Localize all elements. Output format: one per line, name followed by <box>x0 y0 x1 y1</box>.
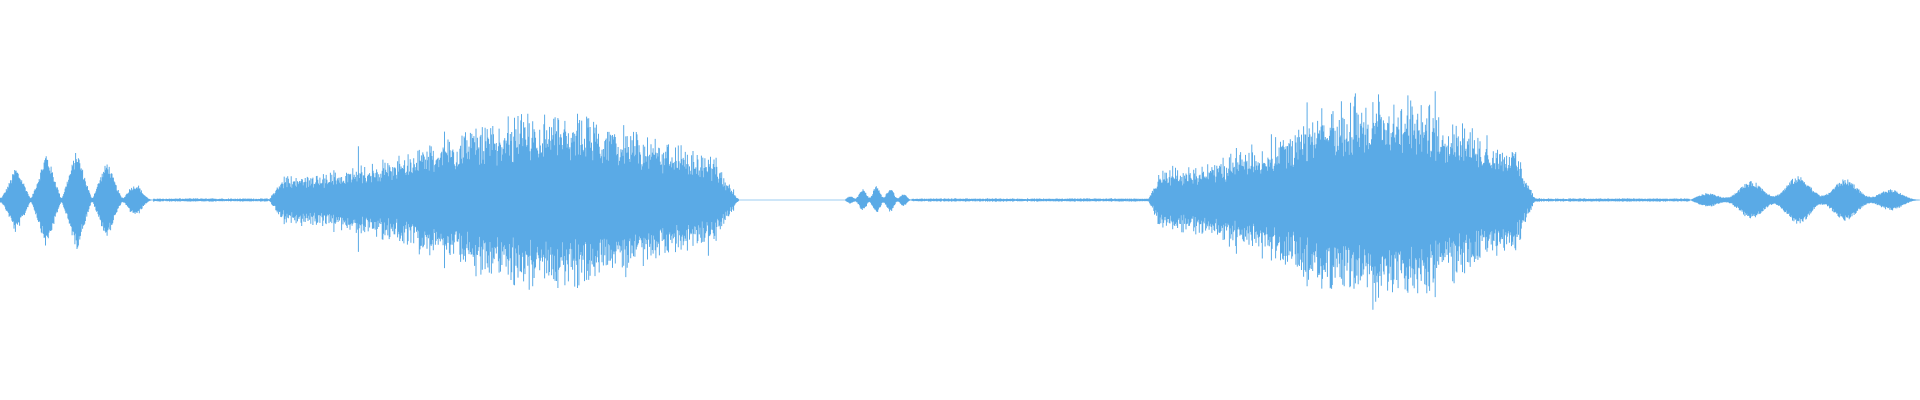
waveform-burst-2 <box>269 113 739 290</box>
waveform-tail-3 <box>1535 198 1690 202</box>
waveform-burst-5 <box>1689 176 1920 224</box>
waveform-burst-3 <box>845 186 912 212</box>
waveform-burst-4 <box>1148 91 1537 310</box>
waveform-tail-2 <box>911 198 1152 202</box>
waveform-samples <box>0 91 1920 310</box>
waveform-burst-1 <box>0 153 154 249</box>
waveform-tail-1 <box>153 198 269 202</box>
